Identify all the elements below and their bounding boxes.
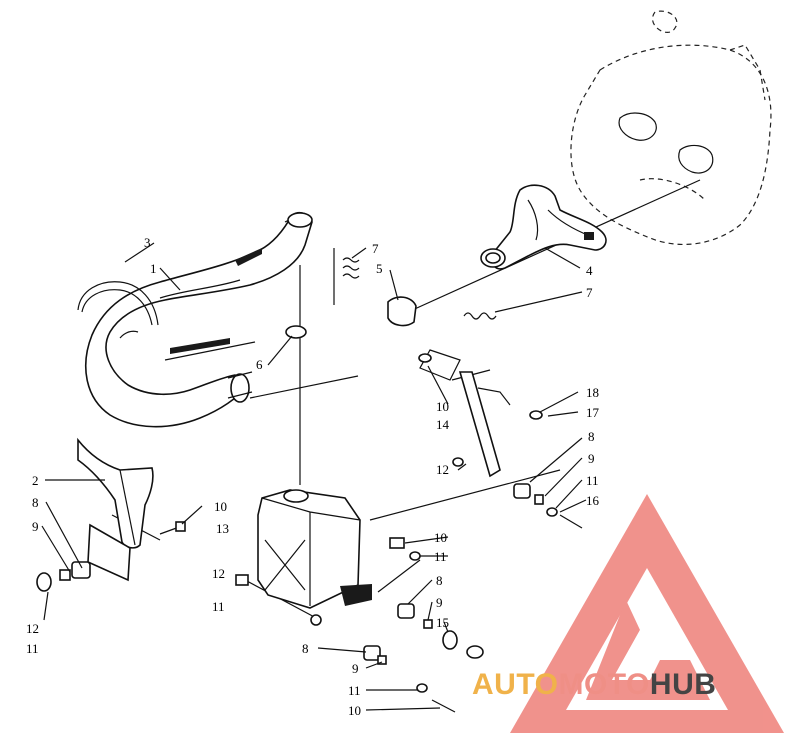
pipe-strap	[77, 281, 159, 326]
callout-10-muffler: 10	[434, 530, 447, 545]
callout-8-right: 8	[588, 429, 595, 444]
muffler	[257, 489, 372, 626]
exhaust-pipe	[85, 212, 313, 428]
callout-18: 18	[586, 385, 599, 400]
watermark-part-auto: AUTO	[472, 668, 559, 701]
springs-and-gaskets	[285, 257, 497, 339]
callout-8-bottom: 8	[302, 641, 309, 656]
callout-11-muffler-left: 11	[212, 599, 225, 614]
callout-5: 5	[376, 261, 383, 276]
callout-8-left: 8	[32, 495, 39, 510]
callout-17: 17	[586, 405, 599, 420]
callout-4: 4	[586, 263, 593, 278]
watermark-part-moto: MOTO	[558, 668, 650, 701]
callout-11-right: 11	[586, 473, 599, 488]
callout-11-left: 11	[26, 641, 39, 656]
callout-leaders	[41, 242, 587, 711]
callout-14: 14	[436, 417, 449, 432]
callout-10-bottom: 10	[348, 703, 361, 718]
mounting-arm	[418, 349, 511, 478]
watermark-logo	[510, 494, 784, 733]
engine-outline	[570, 10, 772, 245]
exhaust-manifold	[480, 184, 607, 270]
callout-10-arm: 10	[436, 399, 449, 414]
left-mount-hardware	[36, 521, 186, 592]
callout-6: 6	[256, 357, 263, 372]
callout-9-right: 9	[588, 451, 595, 466]
callout-10-left: 10	[214, 499, 227, 514]
watermark-text: AUTOMOTOHUB	[472, 668, 716, 702]
watermark-part-hub: HUB	[649, 668, 717, 701]
callout-7-lower: 7	[586, 285, 593, 300]
callout-7-upper: 7	[372, 241, 379, 256]
callout-11-bottom: 11	[348, 683, 361, 698]
callout-9-bottom: 9	[352, 661, 359, 676]
callout-1: 1	[150, 261, 157, 276]
callout-11-muffler: 11	[434, 549, 447, 564]
callout-13: 13	[216, 521, 229, 536]
callout-15: 15	[436, 615, 449, 630]
callout-9-left: 9	[32, 519, 39, 534]
callout-2: 2	[32, 473, 39, 488]
callout-16: 16	[586, 493, 599, 508]
callout-12-muffler: 12	[212, 566, 225, 581]
callout-8-muffler: 8	[436, 573, 443, 588]
callout-3: 3	[144, 235, 151, 250]
right-mount-hardware	[235, 410, 583, 713]
callout-9-muffler: 9	[436, 595, 443, 610]
pipe-hanger	[77, 437, 154, 549]
callout-12-left: 12	[26, 621, 39, 636]
callout-12-arm: 12	[436, 462, 449, 477]
